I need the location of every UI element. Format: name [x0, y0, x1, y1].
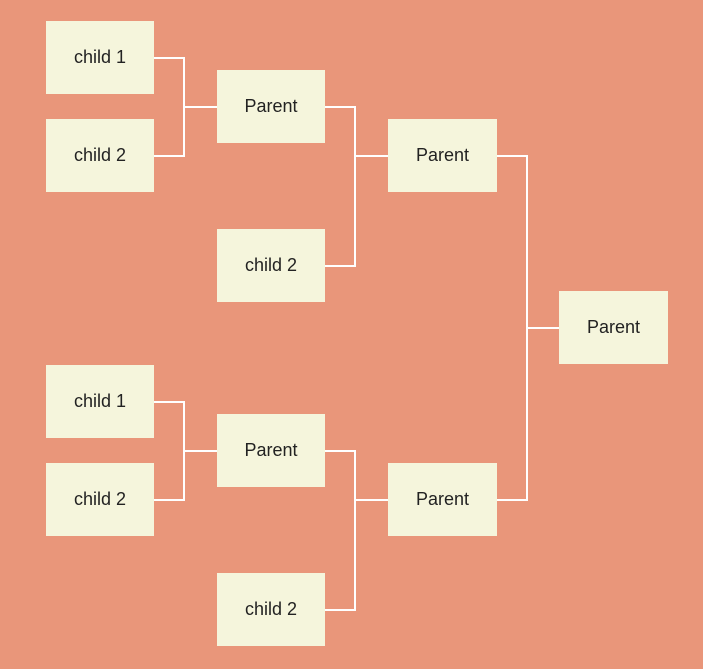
connector-top-child-2 [154, 107, 185, 157]
node-top-parent-1: Parent [217, 70, 325, 143]
connector-top-parent-2 [497, 155, 559, 329]
node-top-child-2b: child 2 [217, 229, 325, 302]
node-bottom-child-1: child 1 [46, 365, 154, 438]
connector-bottom-child-2 [154, 451, 185, 501]
node-bottom-child-2b: child 2 [217, 573, 325, 646]
node-bottom-parent-1: Parent [217, 414, 325, 487]
connector-bottom-child-2b [325, 500, 356, 611]
connector-bottom-parent-1 [325, 450, 388, 501]
node-bottom-child-2: child 2 [46, 463, 154, 536]
connector-top-child-2b [325, 156, 356, 267]
connector-bottom-parent-2 [497, 328, 528, 501]
connector-bottom-child-1 [154, 401, 217, 452]
connector-top-parent-1 [325, 106, 388, 157]
node-bottom-parent-2: Parent [388, 463, 497, 536]
node-top-child-2: child 2 [46, 119, 154, 192]
connector-top-child-1 [154, 57, 217, 108]
node-root-parent: Parent [559, 291, 668, 364]
node-top-child-1: child 1 [46, 21, 154, 94]
node-top-parent-2: Parent [388, 119, 497, 192]
